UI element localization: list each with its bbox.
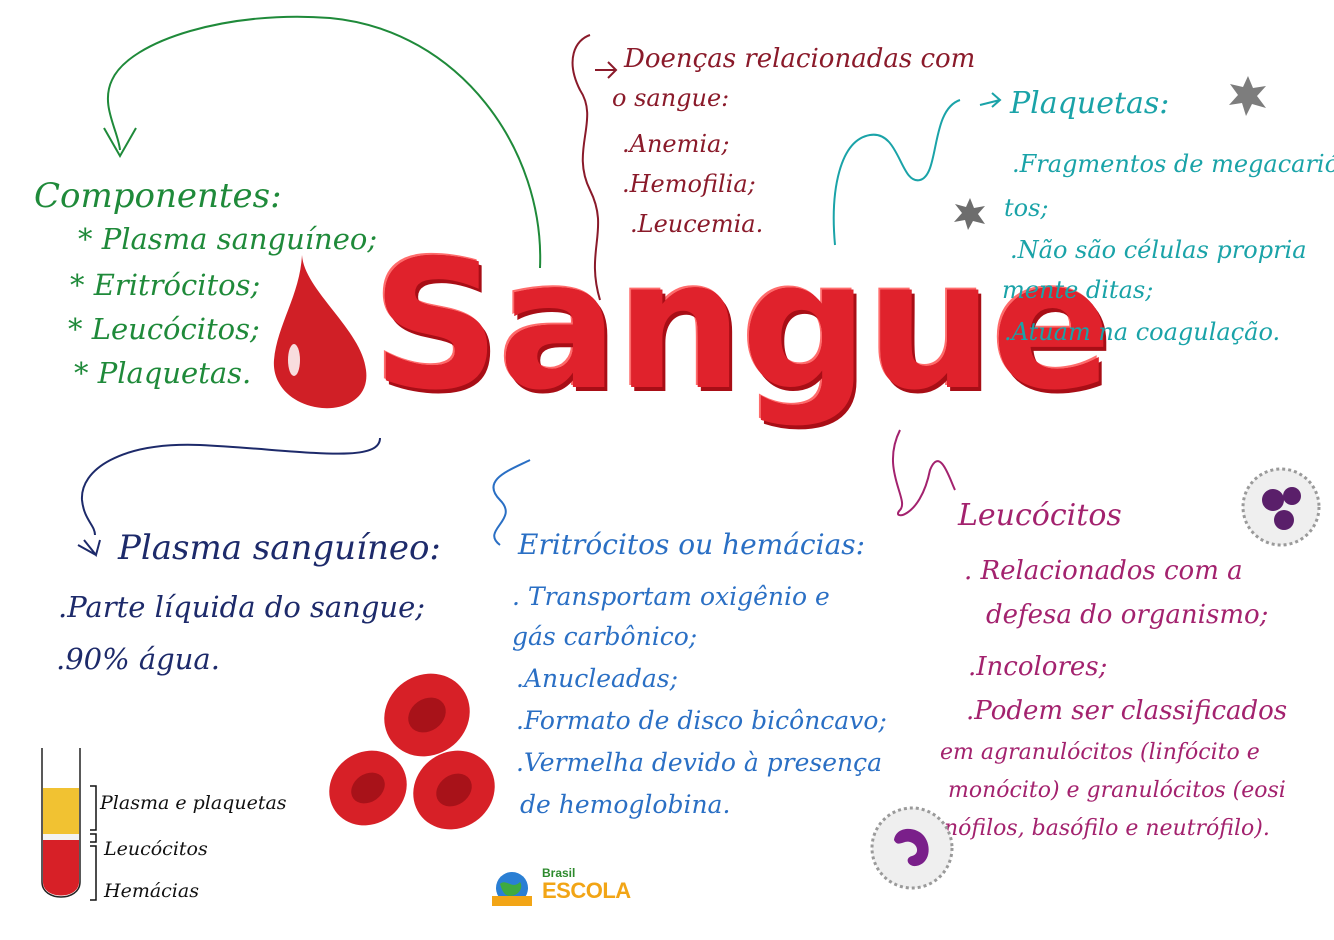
eritrocitos-line: .Anucleadas; <box>516 664 678 694</box>
blood-drop-icon <box>262 250 382 410</box>
componentes-heading: Componentes: <box>34 176 282 216</box>
leucocitos-line: .Incolores; <box>968 652 1107 683</box>
plaquetas-heading: Plaquetas: <box>1010 86 1169 121</box>
red-blood-cell-icon <box>402 738 506 842</box>
plasma-line: .Parte líquida do sangue; <box>58 590 425 624</box>
doencas-heading: Doenças relacionadas com <box>624 44 975 75</box>
leucocitos-line: em agranulócitos (linfócito e <box>940 740 1260 766</box>
page-title: Sangue <box>372 222 1110 429</box>
tube-label: Plasma e plaquetas <box>100 792 287 814</box>
leucocitos-line: nófilos, basófilo e neutrófilo). <box>944 816 1270 842</box>
eritrocitos-heading: Eritrócitos ou hemácias: <box>518 528 865 561</box>
plaquetas-line: .Atuam na coagulação. <box>1004 318 1280 346</box>
logo-globe-icon <box>490 866 538 910</box>
arrow-plasma <box>82 438 380 535</box>
componentes-item: * Plasma sanguíneo; <box>78 222 377 256</box>
doencas-item: .Anemia; <box>622 130 729 158</box>
eritrocitos-line: de hemoglobina. <box>520 790 730 820</box>
plaquetas-line: .Fragmentos de megacarióci <box>1012 150 1334 178</box>
brasil-escola-logo: Brasil ESCOLA <box>490 866 650 912</box>
doencas-item: .Hemofilia; <box>622 170 756 198</box>
eritrocitos-line: .Formato de disco bicôncavo; <box>516 706 887 736</box>
tube-label: Hemácias <box>104 880 199 902</box>
componentes-item: * Eritrócitos; <box>70 268 260 302</box>
white-blood-cell-icon <box>864 800 960 896</box>
platelet-icon <box>952 196 988 232</box>
arrow-leucocitos <box>893 430 955 515</box>
plaquetas-line: mente ditas; <box>1002 276 1153 304</box>
doencas-item: .Leucemia. <box>630 210 763 238</box>
leucocitos-line: defesa do organismo; <box>986 600 1268 631</box>
mind-map: Sangue Componentes: * Plasma sanguíneo; … <box>0 0 1334 919</box>
eritrocitos-line: gás carbônico; <box>512 622 697 652</box>
plaquetas-line: tos; <box>1004 194 1049 222</box>
componentes-item: * Leucócitos; <box>68 312 260 346</box>
white-blood-cell-icon <box>1236 462 1326 552</box>
leucocitos-line: .Podem ser classificados <box>966 696 1287 727</box>
leucocitos-line: . Relacionados com a <box>964 556 1243 587</box>
plasma-line: .90% água. <box>56 642 220 676</box>
plasma-heading: Plasma sanguíneo: <box>118 528 441 568</box>
leucocitos-heading: Leucócitos <box>958 498 1122 533</box>
tube-label: Leucócitos <box>104 838 208 860</box>
doencas-heading-2: o sangue: <box>612 84 729 112</box>
logo-line-2: ESCOLA <box>542 878 631 904</box>
componentes-item: * Plaquetas. <box>74 356 251 390</box>
platelet-icon <box>1226 74 1270 118</box>
eritrocitos-line: .Vermelha devido à presença <box>516 748 882 778</box>
plaquetas-line: .Não são células propria <box>1010 236 1307 264</box>
eritrocitos-line: . Transportam oxigênio e <box>512 582 830 612</box>
leucocitos-line: monócito) e granulócitos (eosi <box>948 778 1286 804</box>
